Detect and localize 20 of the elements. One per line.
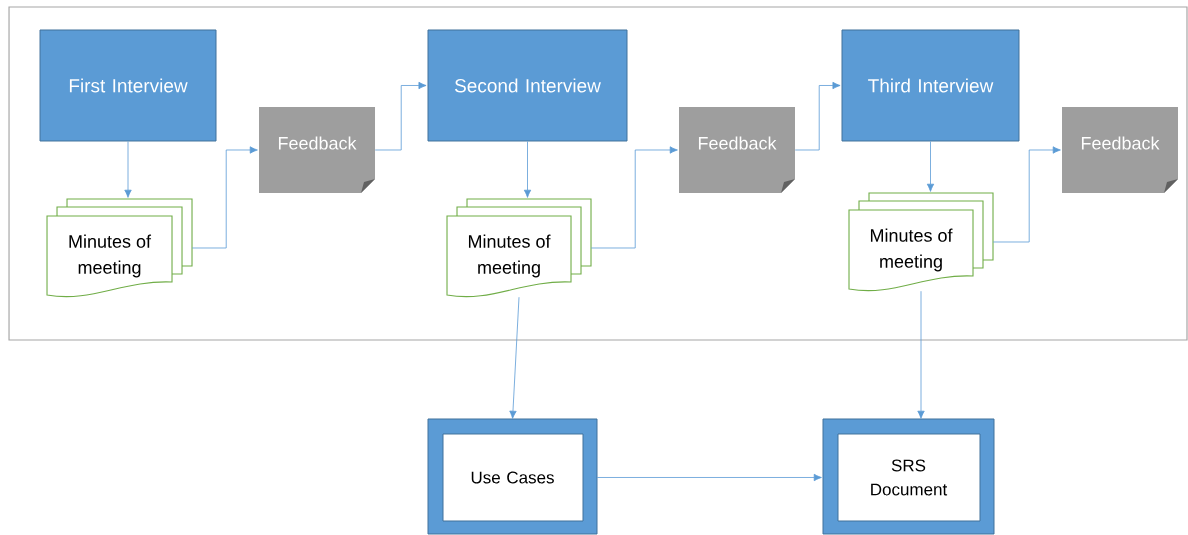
arrow	[596, 473, 822, 482]
arrow	[992, 146, 1061, 243]
arrow	[523, 141, 532, 198]
process-box: First Interview	[39, 29, 217, 142]
framed-box: SRS Document	[822, 418, 995, 535]
document-stack: Minutes of meeting	[46, 198, 193, 298]
process-box: Third Interview	[841, 29, 1020, 142]
arrow	[590, 146, 678, 249]
arrow	[124, 141, 132, 198]
document-stack: Minutes of meeting	[446, 198, 592, 298]
process-box: Second Interview	[427, 29, 628, 142]
arrow	[191, 146, 258, 249]
framed-box: Use Cases	[427, 418, 598, 535]
group-frame	[8, 6, 1188, 341]
arrow	[509, 296, 520, 419]
arrow	[794, 81, 841, 151]
document-stack: Minutes of meeting	[848, 192, 994, 292]
arrow	[374, 81, 427, 151]
arrow	[917, 290, 925, 419]
arrow	[926, 141, 935, 192]
